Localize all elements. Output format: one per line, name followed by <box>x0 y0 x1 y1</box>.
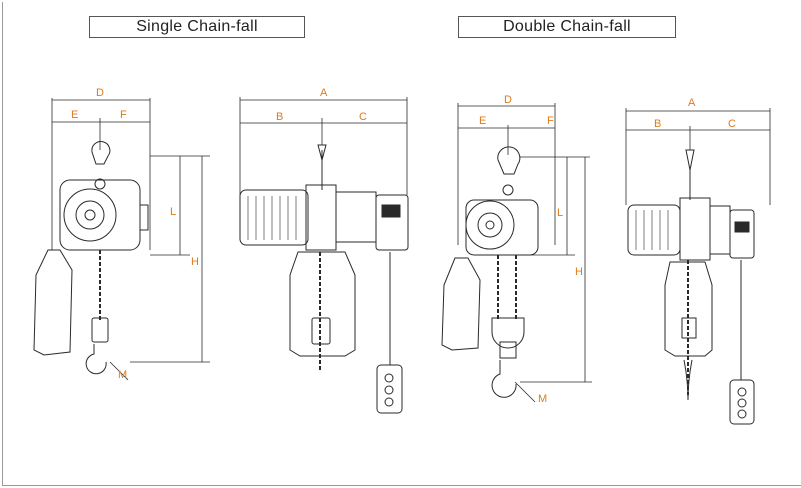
single-side-dimensions <box>239 97 408 195</box>
double-front-label-d: D <box>504 94 512 106</box>
double-side-chain-bag <box>664 261 713 357</box>
single-front-bottom-hook <box>85 344 107 375</box>
single-side-label-c: C <box>359 111 367 123</box>
single-front-label-h: H <box>191 256 199 268</box>
double-side-pendant <box>729 379 755 425</box>
single-side-gearbox <box>335 191 377 243</box>
double-front-chain-bag <box>441 257 481 351</box>
single-chain-fall-title-text: Single Chain-fall <box>136 18 258 35</box>
single-side-gear-block <box>305 184 337 251</box>
double-front-dimensions <box>457 103 592 403</box>
double-side-top-hook <box>685 149 695 171</box>
single-side-motor <box>239 189 309 246</box>
single-front-label-l: L <box>170 206 176 218</box>
double-side-label-b: B <box>654 118 661 130</box>
single-side-label-a: A <box>320 87 328 99</box>
double-side-gearbox <box>709 205 731 255</box>
single-front-chain-bag <box>33 249 73 356</box>
single-side-top-hook <box>317 144 327 162</box>
double-front-label-e: E <box>479 115 486 127</box>
single-front-label-d: D <box>96 87 104 99</box>
single-side-bottom-block <box>311 317 331 345</box>
single-side-view <box>239 97 409 414</box>
double-front-view <box>441 103 592 403</box>
double-side-label-c: C <box>728 118 736 130</box>
single-side-pendant <box>376 364 403 414</box>
double-front-motor-circle <box>465 200 515 250</box>
single-front-hook-swivel <box>94 178 106 190</box>
double-front-bottom-hook <box>491 360 517 398</box>
single-front-dimensions <box>51 98 210 381</box>
single-front-view <box>33 98 210 381</box>
single-front-side-box <box>139 204 149 231</box>
single-side-chain-bag <box>289 251 356 357</box>
double-chain-fall-title-text: Double Chain-fall <box>503 18 631 35</box>
single-front-motor-circle <box>63 188 117 242</box>
double-front-label-h: H <box>575 266 583 278</box>
single-side-control-box <box>375 194 409 251</box>
double-chain-fall-title: Double Chain-fall <box>458 16 676 38</box>
double-side-control-box <box>729 209 755 259</box>
double-side-label-a: A <box>688 97 696 109</box>
double-front-pulley-block <box>491 317 525 349</box>
single-chain-fall-title: Single Chain-fall <box>89 16 305 38</box>
double-side-bottom-hook <box>683 359 693 401</box>
single-front-label-f: F <box>120 109 127 121</box>
single-front-label-e: E <box>71 109 78 121</box>
single-front-top-hook <box>91 141 111 165</box>
double-side-dimensions <box>625 108 771 205</box>
single-front-bottom-block <box>91 317 109 343</box>
double-front-block-body <box>499 341 517 359</box>
double-side-gear-block <box>679 197 711 261</box>
double-side-bottom-block <box>681 317 697 339</box>
single-side-label-b: B <box>276 111 283 123</box>
double-front-label-l: L <box>557 207 563 219</box>
double-side-view <box>625 108 771 425</box>
double-front-top-hook <box>497 146 521 175</box>
double-front-label-m: M <box>538 393 547 405</box>
single-front-label-m: M <box>118 369 127 381</box>
double-front-label-f: F <box>547 115 554 127</box>
